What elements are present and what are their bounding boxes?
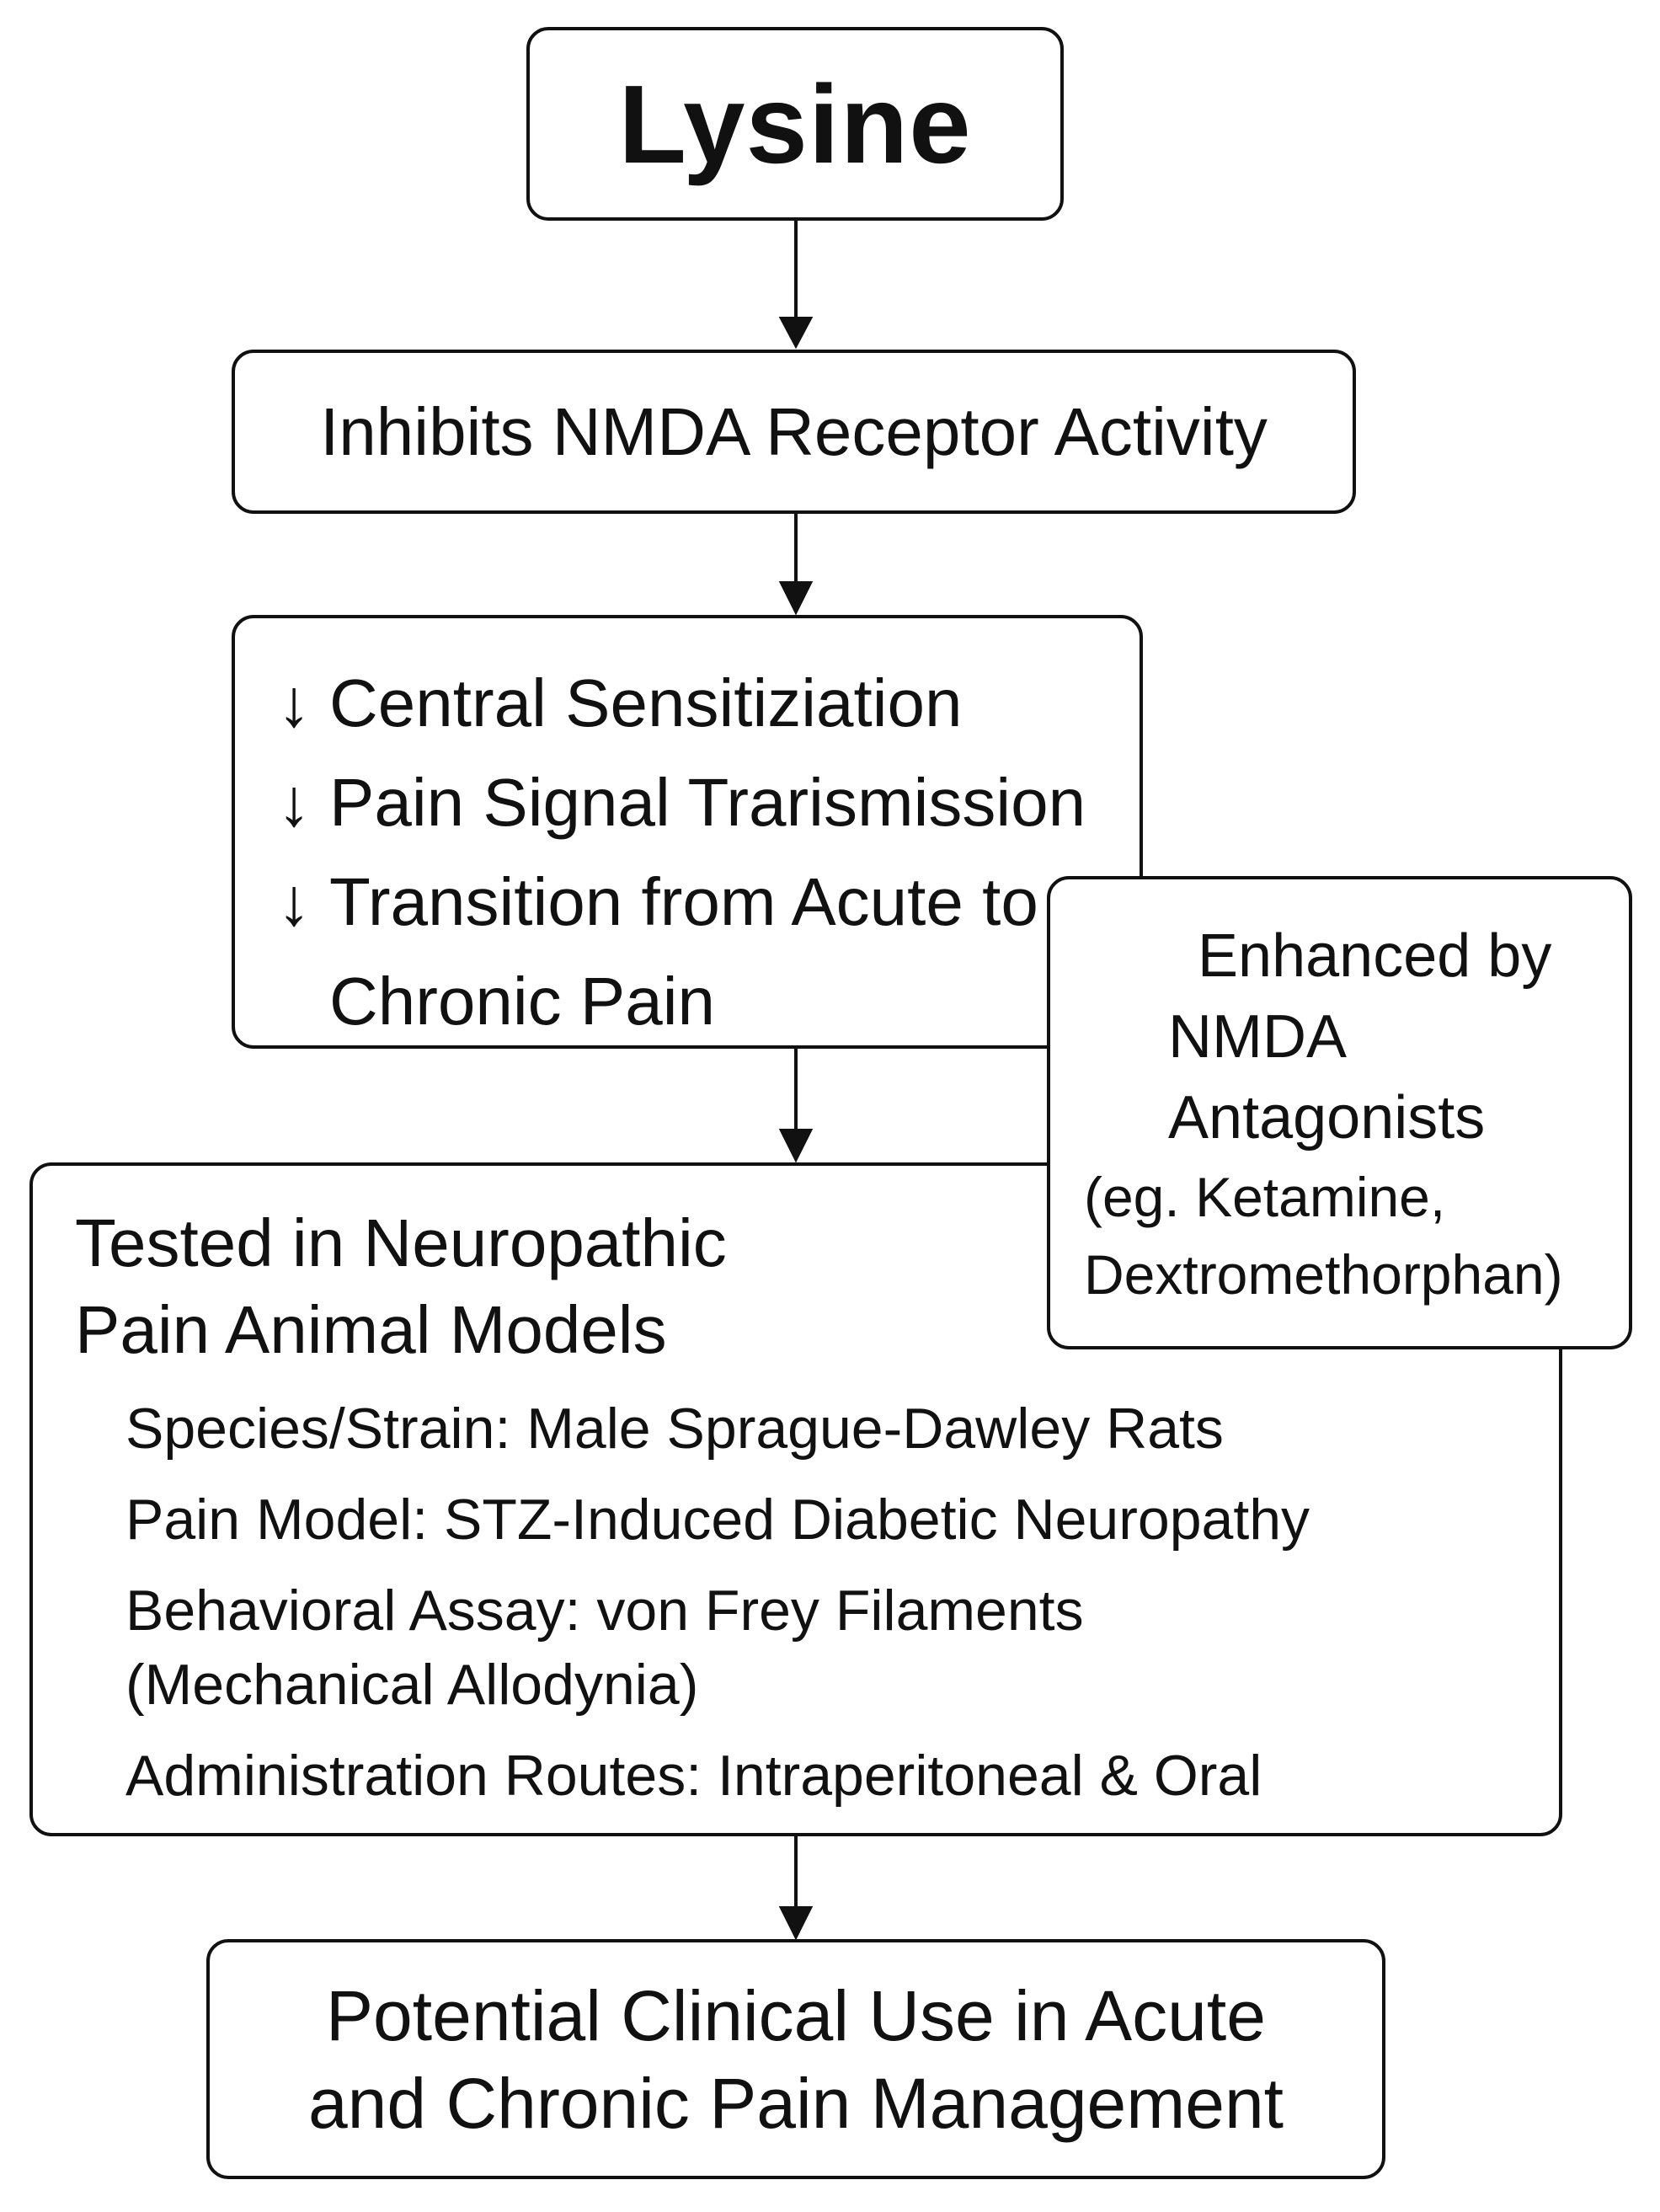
effect-text: Central Sensitiziation xyxy=(329,665,963,740)
arrowhead-3 xyxy=(778,1129,814,1163)
down-arrow-icon: ↓ xyxy=(277,864,311,939)
clinical-use-label: Potential Clinical Use in Acute and Chro… xyxy=(307,1975,1284,2143)
arrowhead-1 xyxy=(778,317,814,350)
effects-node: ↓ Central Sensitiziation ↓ Pain Signal T… xyxy=(232,615,1143,1049)
tested-models-list: Species/Strain: Male Sprague-Dawley Rats… xyxy=(75,1392,1559,1813)
clinical-use-node: Potential Clinical Use in Acute and Chro… xyxy=(206,1939,1385,2179)
effect-item-pain-signal: ↓ Pain Signal Trarismission xyxy=(277,753,1140,852)
inhibits-nmda-node: Inhibits NMDA Receptor Activity xyxy=(232,350,1356,514)
enhanced-line-5: Dextromethorphan) xyxy=(1084,1243,1563,1306)
lysine-label: Lysine xyxy=(618,61,972,186)
effect-text: Transition from Acute to Chronic Pain xyxy=(329,864,1038,1039)
enhanced-line-2: NMDA xyxy=(1168,1003,1347,1071)
enhanced-line-4: (eg. Ketamine, xyxy=(1084,1166,1446,1228)
down-arrow-icon: ↓ xyxy=(277,665,311,740)
inhibits-nmda-label: Inhibits NMDA Receptor Activity xyxy=(320,393,1268,469)
enhanced-line-1: Enhanced by xyxy=(1198,922,1552,990)
arrowhead-4 xyxy=(778,1906,814,1941)
effect-item-transition: ↓ Transition from Acute to Chronic Pain xyxy=(277,852,1140,1051)
tested-item-behavioral-assay: Behavioral Assay: von Frey Filaments (Me… xyxy=(125,1579,1084,1717)
effect-item-central-sensitization: ↓ Central Sensitiziation xyxy=(277,654,1140,753)
tested-item-pain-model: Pain Model: STZ-Induced Diabetic Neuropa… xyxy=(125,1488,1310,1552)
tested-models-title: Tested in Neuropathic Pain Animal Models xyxy=(75,1205,727,1367)
down-arrow-icon: ↓ xyxy=(277,765,311,840)
tested-models-node: Tested in Neuropathic Pain Animal Models… xyxy=(29,1162,1562,1836)
tested-item-species: Species/Strain: Male Sprague-Dawley Rats xyxy=(125,1397,1224,1461)
arrowhead-2 xyxy=(778,581,814,616)
enhanced-by-node: Enhanced by NMDA Antagonists (eg. Ketami… xyxy=(1047,876,1632,1349)
lysine-node: Lysine xyxy=(526,27,1064,221)
effect-text: Pain Signal Trarismission xyxy=(329,765,1086,840)
enhanced-line-3: Antagonists xyxy=(1168,1084,1486,1151)
tested-item-administration: Administration Routes: Intraperitoneal &… xyxy=(125,1744,1262,1808)
